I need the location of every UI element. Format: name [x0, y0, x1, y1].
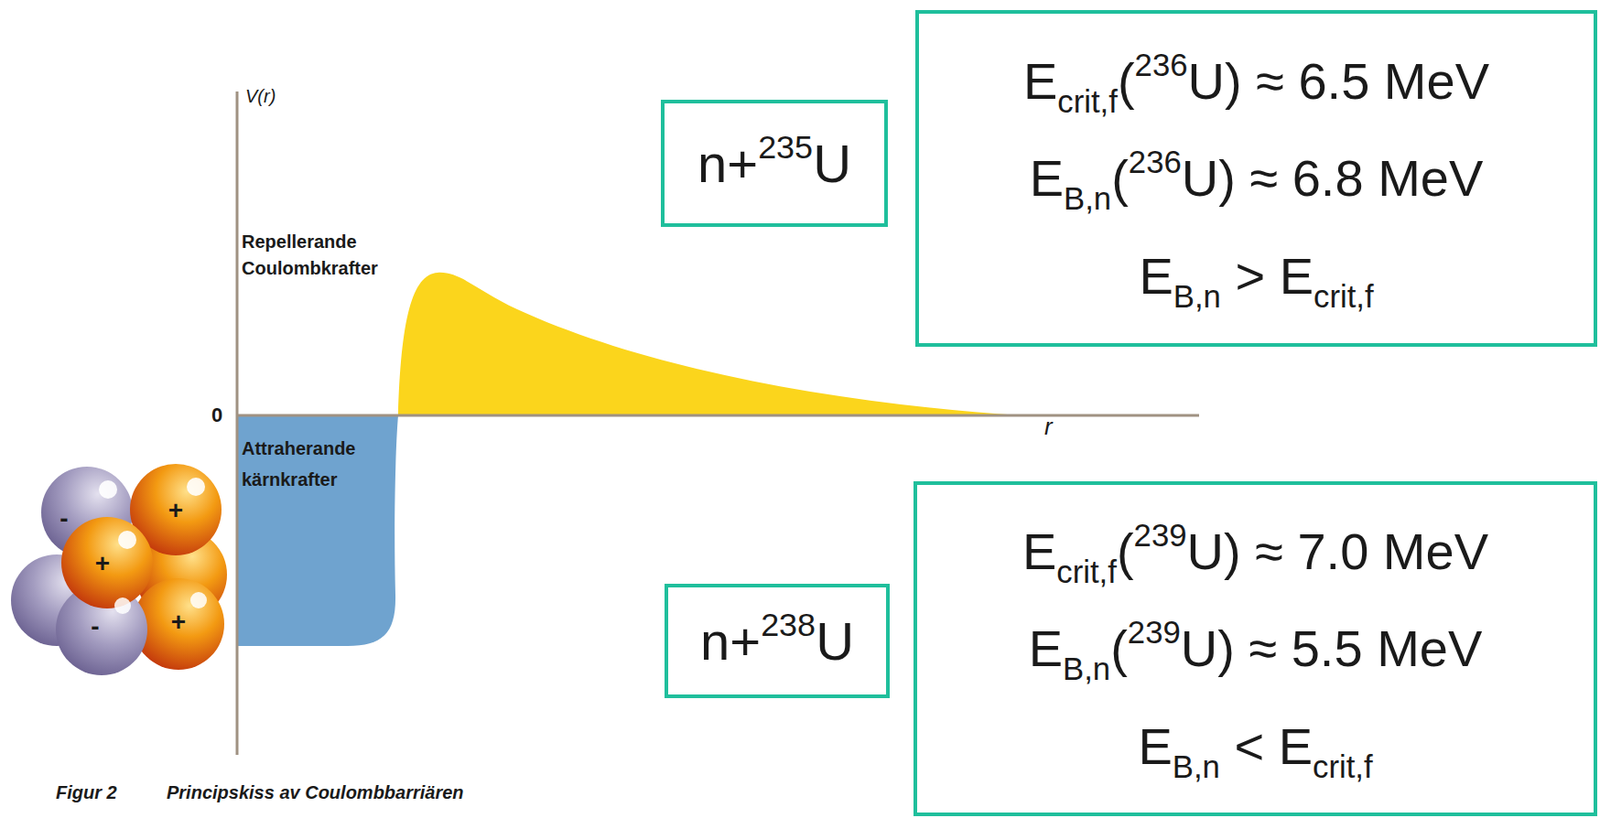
axis-label: r [1044, 411, 1053, 443]
value-box: Ecrit,f(239U) ≈ 7.0 MeV EB,n(239U) ≈ 5.5 … [913, 481, 1598, 817]
charge-sign: - [90, 610, 99, 643]
energy-text: Ecrit,f(239U) ≈ 7.0 MeV [1022, 520, 1489, 583]
axis-origin: 0 [211, 402, 223, 429]
nuclear-well [237, 415, 399, 647]
charge-sign: + [171, 605, 186, 638]
axis-label: V(r) [245, 85, 276, 109]
energy-text: n+238U [700, 609, 855, 674]
energy-text: EB,n < Ecrit,f [1137, 715, 1373, 778]
energy-text: n+235U [697, 131, 852, 196]
sphere-highlight [114, 597, 131, 615]
value-box: n+238U [664, 583, 890, 699]
charge-sign: - [59, 502, 68, 535]
sphere-highlight [98, 480, 118, 499]
figure-number: Figur 2 [55, 781, 118, 805]
sphere-highlight [190, 592, 207, 609]
proton-sphere [61, 517, 153, 609]
charge-sign: + [95, 547, 110, 580]
region-label: Repellerande Coulombkrafter [241, 228, 389, 282]
region-label: Attraherande kärnkrafter [241, 432, 389, 496]
sphere-highlight [186, 477, 206, 497]
energy-text: Ecrit,f(236U) ≈ 6.5 MeV [1023, 50, 1490, 112]
energy-text: EB,n > Ecrit,f [1138, 245, 1373, 307]
figure-caption: Principskiss av Coulombbarriären [166, 781, 465, 805]
sphere-highlight [118, 530, 137, 550]
y-axis [236, 91, 239, 756]
energy-text: EB,n(239U) ≈ 5.5 MeV [1028, 617, 1483, 680]
value-box: Ecrit,f(236U) ≈ 6.5 MeV EB,n(236U) ≈ 6.8 … [915, 10, 1598, 347]
x-axis [237, 414, 1200, 418]
charge-sign: + [168, 494, 184, 527]
value-box: n+235U [660, 99, 888, 228]
nucleus-spheres [10, 464, 228, 676]
energy-text: EB,n(236U) ≈ 6.8 MeV [1029, 147, 1484, 209]
